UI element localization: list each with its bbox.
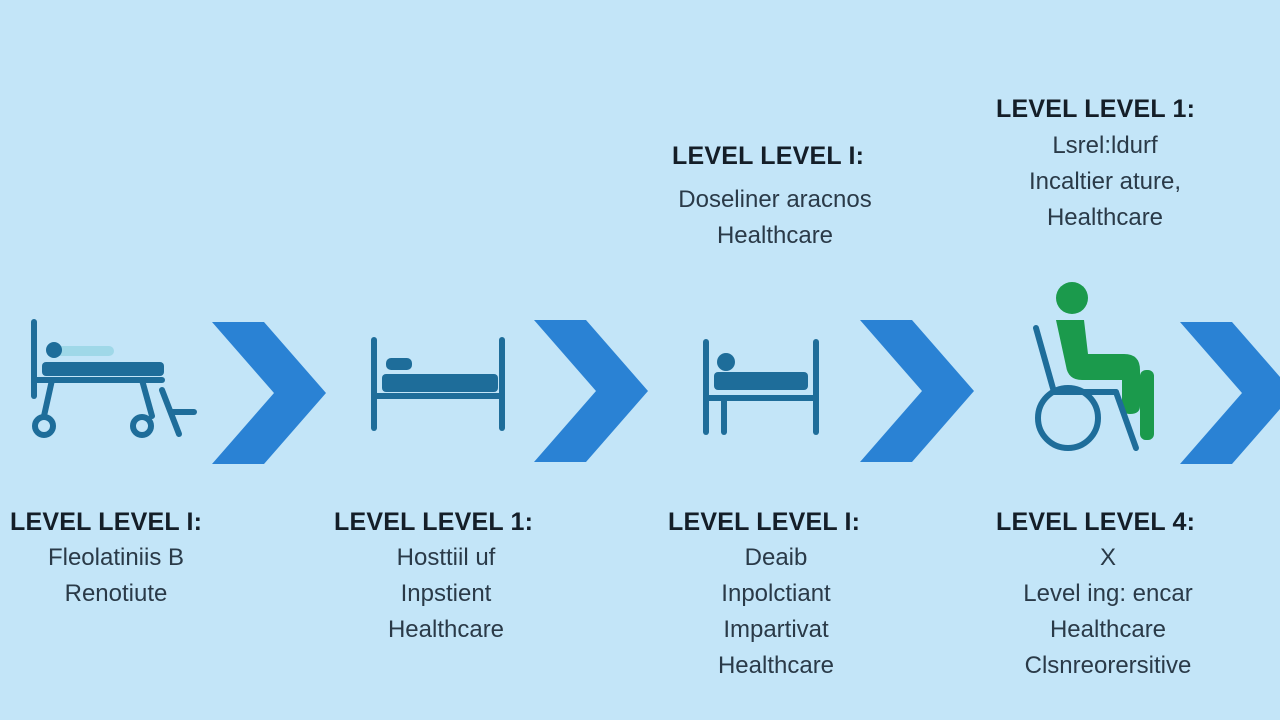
stage-2-description: Hosttiil uf Inpstient Healthcare xyxy=(330,540,562,648)
stage-4-line-3: Healthcare xyxy=(1049,616,1167,643)
stage-2-line-1: Hosttiil uf xyxy=(396,544,496,571)
patient-bed-icon xyxy=(703,339,819,435)
stage-3-upper-line-1: Doseliner aracnos xyxy=(678,186,872,213)
stage-1-description: Fleolatiniis B Renotiute xyxy=(0,540,232,612)
chevron-right-icon xyxy=(534,320,648,462)
stage-4-upper-line-1: Lsrel:ldurf xyxy=(1052,132,1158,159)
stage-4-upper-description: Lsrel:ldurf Incaltier ature, Healthcare xyxy=(990,128,1220,236)
stage-1-line-2: Renotiute xyxy=(64,580,168,607)
hospital-bed-icon xyxy=(371,337,505,431)
stage-3-upper-line-2: Healthcare xyxy=(716,222,834,249)
stage-4-title: LEVEL LEVEL 4: xyxy=(996,508,1196,536)
stage-2-title: LEVEL LEVEL 1: xyxy=(334,508,534,536)
stage-1-line-1: Fleolatiniis B xyxy=(47,544,185,571)
stretcher-icon xyxy=(31,319,197,438)
stage-3-line-4: Healthcare xyxy=(717,652,835,679)
stage-4-upper-line-3: Healthcare xyxy=(1046,204,1164,231)
stage-3-title: LEVEL LEVEL I: xyxy=(668,508,861,536)
chevron-right-icon xyxy=(860,320,974,462)
stage-3-upper-title: LEVEL LEVEL I: xyxy=(672,142,865,170)
chevron-right-icon xyxy=(212,322,326,464)
stage-4-line-1: X xyxy=(1099,544,1116,571)
stage-4-line-4: Clsnreorersitive xyxy=(1024,652,1192,679)
stage-2-line-2: Inpstient xyxy=(400,580,492,607)
wheelchair-icon xyxy=(1033,282,1154,451)
stage-3-line-1: Deaib xyxy=(744,544,808,571)
stage-3-description: Deaib Inpolctiant Impartivat Healthcare xyxy=(660,540,892,684)
stage-3-upper-description: Doseliner aracnos Healthcare xyxy=(660,182,890,254)
stage-4-upper-title: LEVEL LEVEL 1: xyxy=(996,95,1196,123)
stage-4-upper-line-2: Incaltier ature, xyxy=(1028,168,1182,195)
stage-2-line-3: Healthcare xyxy=(387,616,505,643)
stage-4-description: X Level ing: encar Healthcare Clsnreorer… xyxy=(992,540,1224,684)
stage-1-title: LEVEL LEVEL I: xyxy=(10,508,203,536)
chevron-right-icon xyxy=(1180,322,1280,464)
stage-3-line-3: Impartivat xyxy=(723,616,829,643)
stage-3-line-2: Inpolctiant xyxy=(721,580,831,607)
stage-4-line-2: Level ing: encar xyxy=(1023,580,1193,607)
